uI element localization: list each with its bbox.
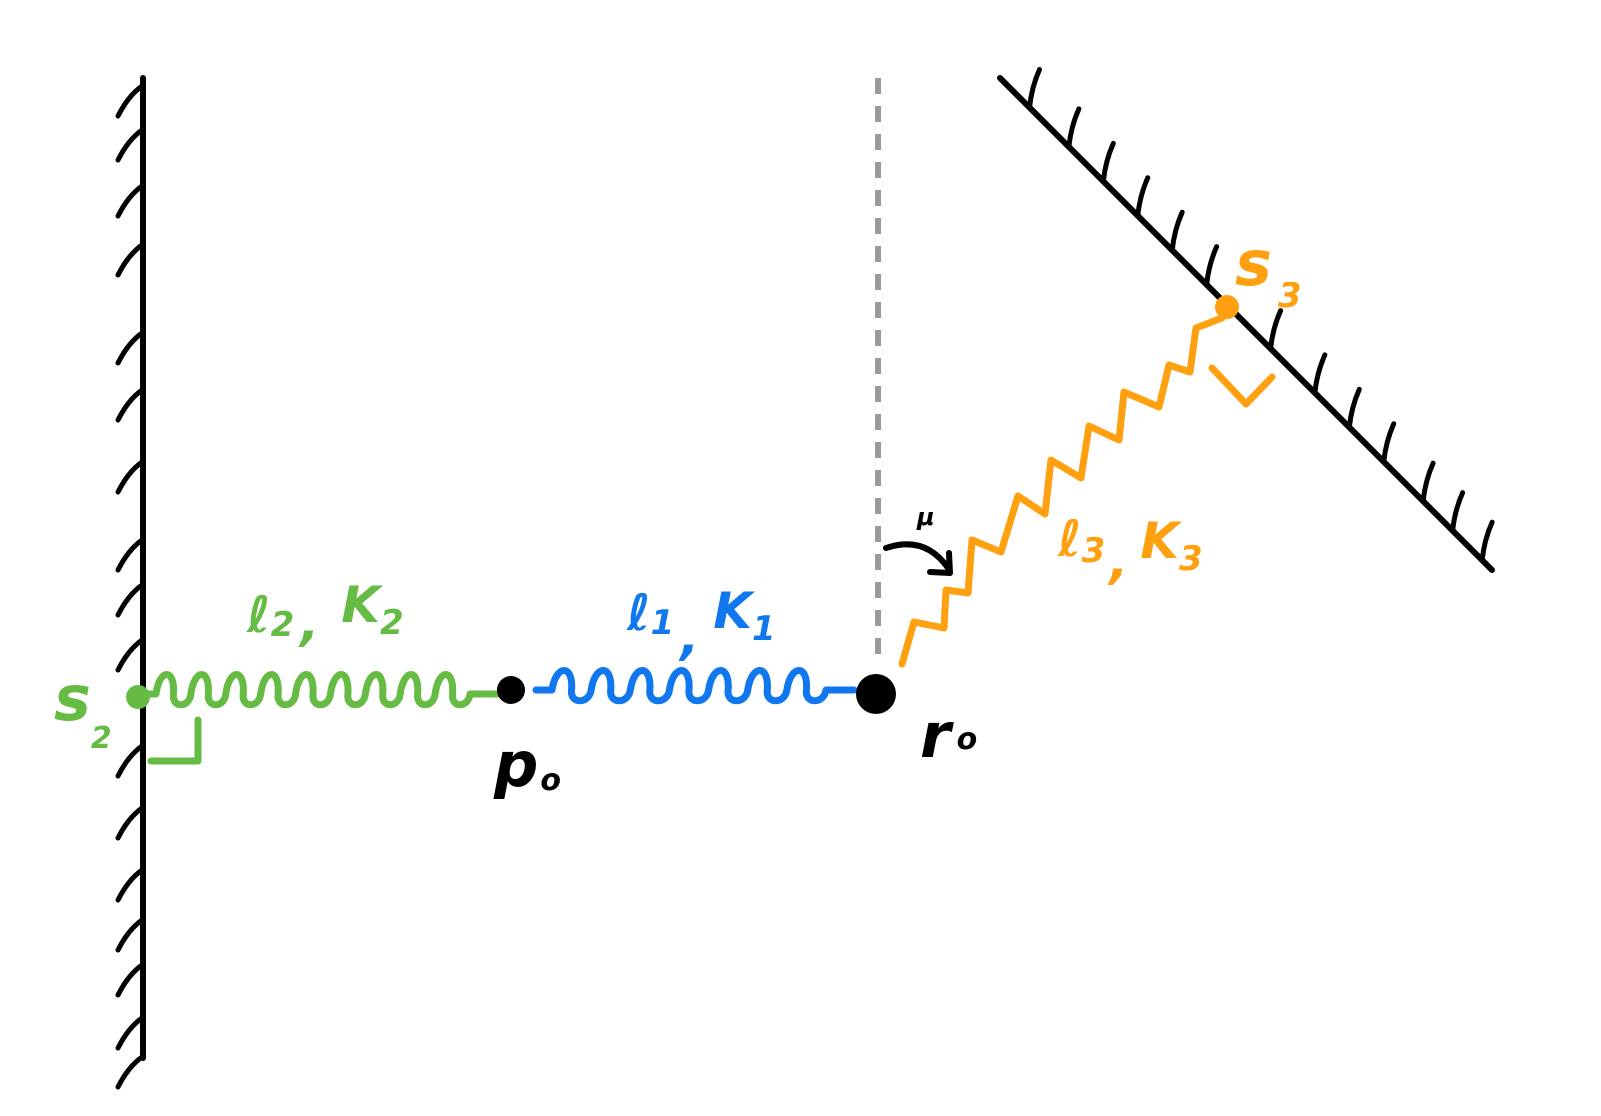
wall-hatch-stroke [115, 127, 145, 163]
wall-hatch-stroke [1312, 352, 1328, 396]
wall-hatch-stroke [115, 917, 145, 953]
spring-3 [898, 314, 1226, 668]
wall-hatch-stroke [115, 387, 145, 423]
right-angle-mark-icon [1208, 364, 1276, 408]
right-wall-hatching [1027, 67, 1495, 563]
wall-hatch-stroke [1420, 460, 1436, 504]
label-p0: po [493, 728, 561, 801]
wall-hatch-stroke [1381, 421, 1397, 465]
wall-hatch-stroke [1450, 490, 1466, 534]
right-angle-mark-icon [147, 716, 202, 765]
wall-hatch-stroke [1204, 244, 1220, 288]
label-s2: s2 [54, 662, 112, 756]
label-spring-2: ℓ2,K2 [246, 576, 404, 652]
wall-hatch-stroke [1268, 308, 1284, 352]
point-p0 [497, 676, 525, 704]
spring-2 [136, 671, 502, 709]
label-spring-1: ℓ1,K1 [626, 582, 776, 666]
wall-hatch-stroke [115, 962, 145, 998]
label-spring-3: ℓ3,K3 [1057, 510, 1203, 590]
wall-hatch-stroke [1135, 175, 1151, 219]
wall-hatch-stroke [1066, 106, 1082, 150]
wall-hatch-stroke [115, 637, 145, 673]
spring-1 [532, 667, 858, 705]
wall-hatch-stroke [115, 537, 145, 573]
curved-arrow-icon [883, 541, 953, 576]
wall-hatch-stroke [115, 1054, 145, 1090]
left-wall-hatching [115, 83, 145, 1090]
wall-hatch-stroke [115, 183, 145, 219]
left-wall [115, 75, 146, 1090]
wall-hatch-stroke [1479, 519, 1495, 563]
right-wall [997, 67, 1495, 573]
point-s2 [126, 685, 150, 709]
wall-hatch-stroke [115, 242, 145, 278]
wall-hatch-stroke [115, 83, 145, 119]
wall-hatch-stroke [1346, 386, 1362, 430]
wall-hatch-stroke [115, 330, 145, 366]
wall-hatch-stroke [115, 867, 145, 903]
wall-hatch-stroke [115, 805, 145, 841]
point-s3 [1215, 295, 1239, 319]
point-r0 [856, 674, 896, 714]
wall-hatch-stroke [115, 1015, 145, 1051]
wall-hatch-stroke [115, 459, 145, 495]
wall-hatch-stroke [1100, 140, 1116, 184]
wall-hatch-stroke [115, 743, 145, 779]
wall-hatch-stroke [115, 582, 145, 618]
wall-hatch-stroke [1027, 67, 1043, 111]
wall-hatch-stroke [1169, 209, 1185, 253]
label-angle: μ [916, 503, 935, 531]
